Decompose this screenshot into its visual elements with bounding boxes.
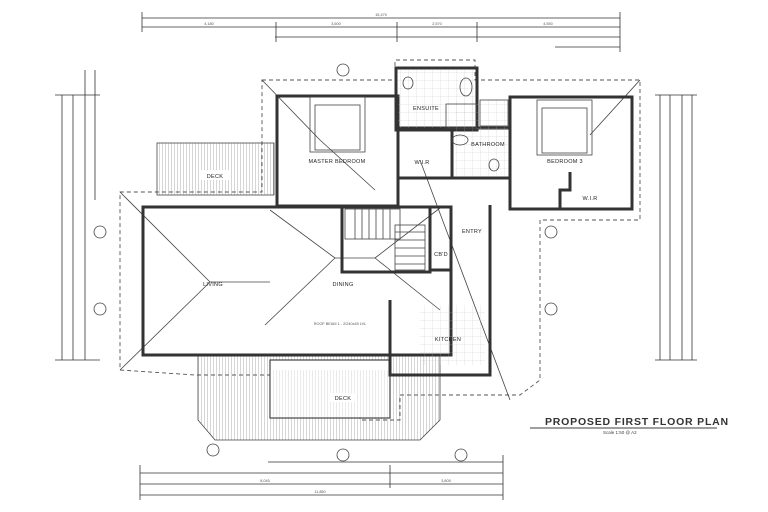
dim-top-1: 4,180 <box>204 22 214 26</box>
room-label-deck-bottom: DECK <box>335 396 352 402</box>
room-label-cbd: CB'D <box>434 252 448 258</box>
drawing-scale: Scale 1:50 @ A2 <box>603 430 637 435</box>
room-label-wir: W.I.R <box>415 160 430 166</box>
fixtures <box>309 76 593 172</box>
dim-top-4: 4,550 <box>543 22 553 26</box>
bottom-dimensions: 8,045 3,805 11,850 <box>139 455 504 500</box>
walls <box>141 66 634 377</box>
grid-markers <box>93 63 558 462</box>
roof-hip-lines <box>119 79 641 401</box>
room-label-deck-top: DECK <box>207 174 224 180</box>
roof-outline <box>119 59 641 421</box>
dim-bottom-2: 3,805 <box>441 479 451 483</box>
dim-bottom-1: 8,045 <box>260 479 270 483</box>
room-label-bathroom: BATHROOM <box>471 142 505 148</box>
room-label-wir-2: W.I.R <box>583 196 598 202</box>
room-label-ensuite: ENSUITE <box>413 106 439 112</box>
room-label-kitchen: KITCHEN <box>435 337 461 343</box>
room-label-living: LIVING <box>203 282 223 288</box>
side-dimensions <box>55 70 697 361</box>
roof-beam-note: ROOF BEAM 1 - 2/240x45 LVL <box>314 322 366 326</box>
dim-overall-top: 15,470 <box>375 13 387 17</box>
top-dimensions: 15,470 4,180 3,600 2,570 4,550 <box>141 12 621 52</box>
drawing-title: PROPOSED FIRST FLOOR PLAN <box>545 416 729 428</box>
dim-top-2: 3,600 <box>331 22 341 26</box>
room-label-dining: DINING <box>332 282 353 288</box>
room-label-master-bedroom: MASTER BEDROOM <box>308 159 365 165</box>
room-label-bedroom-3: BEDROOM 3 <box>547 159 583 165</box>
deck-top <box>157 143 274 195</box>
dim-bottom-overall: 11,850 <box>314 490 325 494</box>
room-label-entry: ENTRY <box>462 229 482 235</box>
dim-top-3: 2,570 <box>432 22 442 26</box>
staircase <box>344 208 426 271</box>
